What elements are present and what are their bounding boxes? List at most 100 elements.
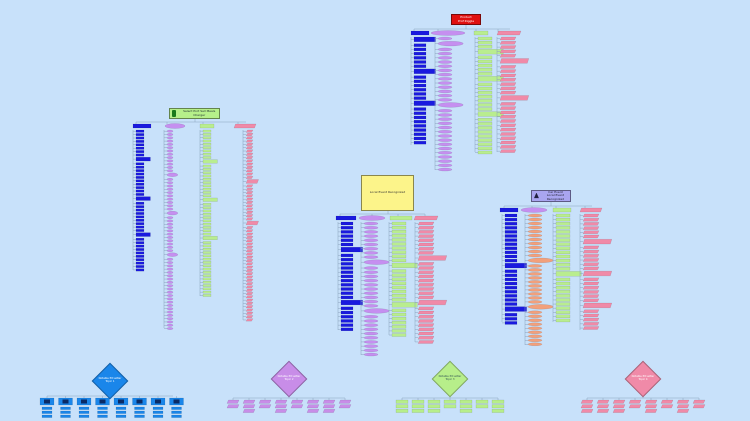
legend-pink-item[interactable]: [660, 404, 674, 409]
orange-node[interactable]: [527, 318, 543, 322]
legend-icon-glyph[interactable]: [155, 399, 161, 404]
pink-node[interactable]: [417, 323, 435, 327]
legend-purple-item[interactable]: [258, 404, 272, 409]
green-node[interactable]: [477, 86, 493, 91]
green-node[interactable]: [555, 222, 571, 226]
legend-green-item[interactable]: [459, 409, 473, 413]
green-node[interactable]: [477, 126, 493, 130]
blue-node[interactable]: [504, 238, 518, 242]
pink-node[interactable]: [417, 238, 435, 242]
pink-node[interactable]: [499, 36, 517, 41]
legend-sub-item[interactable]: [97, 410, 108, 414]
purple-node[interactable]: [363, 226, 379, 230]
blue-node[interactable]: [413, 43, 427, 47]
green-node[interactable]: [477, 40, 493, 45]
pink-node[interactable]: [417, 336, 435, 340]
legend-sub-item[interactable]: [171, 414, 182, 418]
blue-node[interactable]: [504, 273, 518, 278]
blue-node[interactable]: [504, 222, 518, 226]
green-node[interactable]: [202, 254, 212, 258]
purple-node[interactable]: [363, 331, 379, 336]
purple-node[interactable]: [166, 313, 174, 317]
green-node[interactable]: [477, 118, 493, 122]
pink-node[interactable]: [245, 159, 254, 163]
legend-pink-item[interactable]: [580, 409, 594, 413]
legend-green-item[interactable]: [491, 404, 505, 409]
legend-icon-glyph[interactable]: [118, 399, 124, 404]
orange-node[interactable]: [527, 280, 543, 284]
pink-node[interactable]: [499, 123, 517, 128]
orange-node[interactable]: [527, 241, 543, 246]
pink-node[interactable]: [245, 272, 254, 276]
legend-pink-item[interactable]: [676, 399, 690, 404]
green-node[interactable]: [202, 284, 212, 287]
purple-node[interactable]: [437, 117, 453, 121]
orange-node[interactable]: [527, 296, 543, 300]
blue-node[interactable]: [135, 241, 145, 245]
green-node[interactable]: [477, 55, 493, 60]
green-node[interactable]: [555, 254, 571, 259]
pink-node[interactable]: [417, 274, 435, 279]
legend-green-item[interactable]: [427, 399, 441, 404]
green-node[interactable]: [555, 267, 571, 271]
green-node[interactable]: [555, 226, 571, 230]
blue-node[interactable]: [504, 217, 518, 222]
blue-node[interactable]: [135, 179, 145, 183]
legend-sub-item[interactable]: [134, 414, 145, 418]
pink-node[interactable]: [245, 133, 254, 136]
legend-green-item[interactable]: [443, 404, 457, 409]
purple-node[interactable]: [363, 336, 379, 340]
purple-node[interactable]: [166, 172, 178, 177]
purple-node[interactable]: [363, 299, 379, 304]
blue-node[interactable]: [135, 254, 145, 258]
pink-node[interactable]: [245, 282, 254, 286]
blue-node[interactable]: [340, 278, 354, 283]
pink-node[interactable]: [245, 252, 254, 256]
blue-node[interactable]: [504, 246, 518, 250]
green-node[interactable]: [202, 213, 212, 216]
legend-sub-item[interactable]: [152, 410, 164, 414]
purple-node[interactable]: [363, 295, 379, 300]
green-node[interactable]: [202, 229, 212, 233]
green-node[interactable]: [202, 194, 212, 198]
purple-node[interactable]: [166, 139, 174, 143]
pink-node[interactable]: [245, 162, 254, 166]
purple-node[interactable]: [166, 216, 174, 220]
pink-node[interactable]: [417, 270, 435, 274]
pink-node[interactable]: [245, 214, 254, 218]
blue-node[interactable]: [340, 295, 354, 300]
legend-purple-item[interactable]: [242, 404, 256, 409]
pink-node[interactable]: [417, 331, 435, 336]
orange-node[interactable]: [527, 221, 543, 226]
green-node[interactable]: [202, 209, 212, 213]
blue-node[interactable]: [340, 253, 354, 258]
legend-purple-item[interactable]: [242, 409, 256, 413]
green-node[interactable]: [391, 308, 407, 313]
orange-node[interactable]: [527, 326, 543, 330]
purple-node[interactable]: [166, 267, 174, 271]
purple-node[interactable]: [437, 77, 453, 81]
purple-node[interactable]: [166, 159, 174, 163]
legend-sub-item[interactable]: [171, 406, 182, 410]
blue-node[interactable]: [413, 136, 427, 141]
blue-node[interactable]: [340, 319, 354, 323]
purple-node[interactable]: [166, 271, 174, 274]
pink-node[interactable]: [499, 95, 530, 101]
purple-node[interactable]: [166, 204, 174, 208]
purple-node[interactable]: [166, 152, 174, 156]
pink-node[interactable]: [582, 290, 600, 294]
blue-node[interactable]: [340, 247, 363, 253]
legend-pink-item[interactable]: [628, 404, 642, 409]
pink-node[interactable]: [417, 226, 435, 230]
green-node[interactable]: [477, 146, 493, 151]
purple-node[interactable]: [166, 156, 174, 159]
blue-node[interactable]: [413, 88, 427, 92]
pink-node[interactable]: [245, 236, 254, 239]
purple-node[interactable]: [166, 317, 174, 320]
blue-node[interactable]: [340, 315, 354, 319]
blue-node[interactable]: [413, 107, 427, 111]
purple-node[interactable]: [363, 291, 379, 295]
blue-node[interactable]: [340, 230, 354, 234]
orange-node[interactable]: [527, 304, 554, 310]
blue-node[interactable]: [504, 230, 518, 234]
